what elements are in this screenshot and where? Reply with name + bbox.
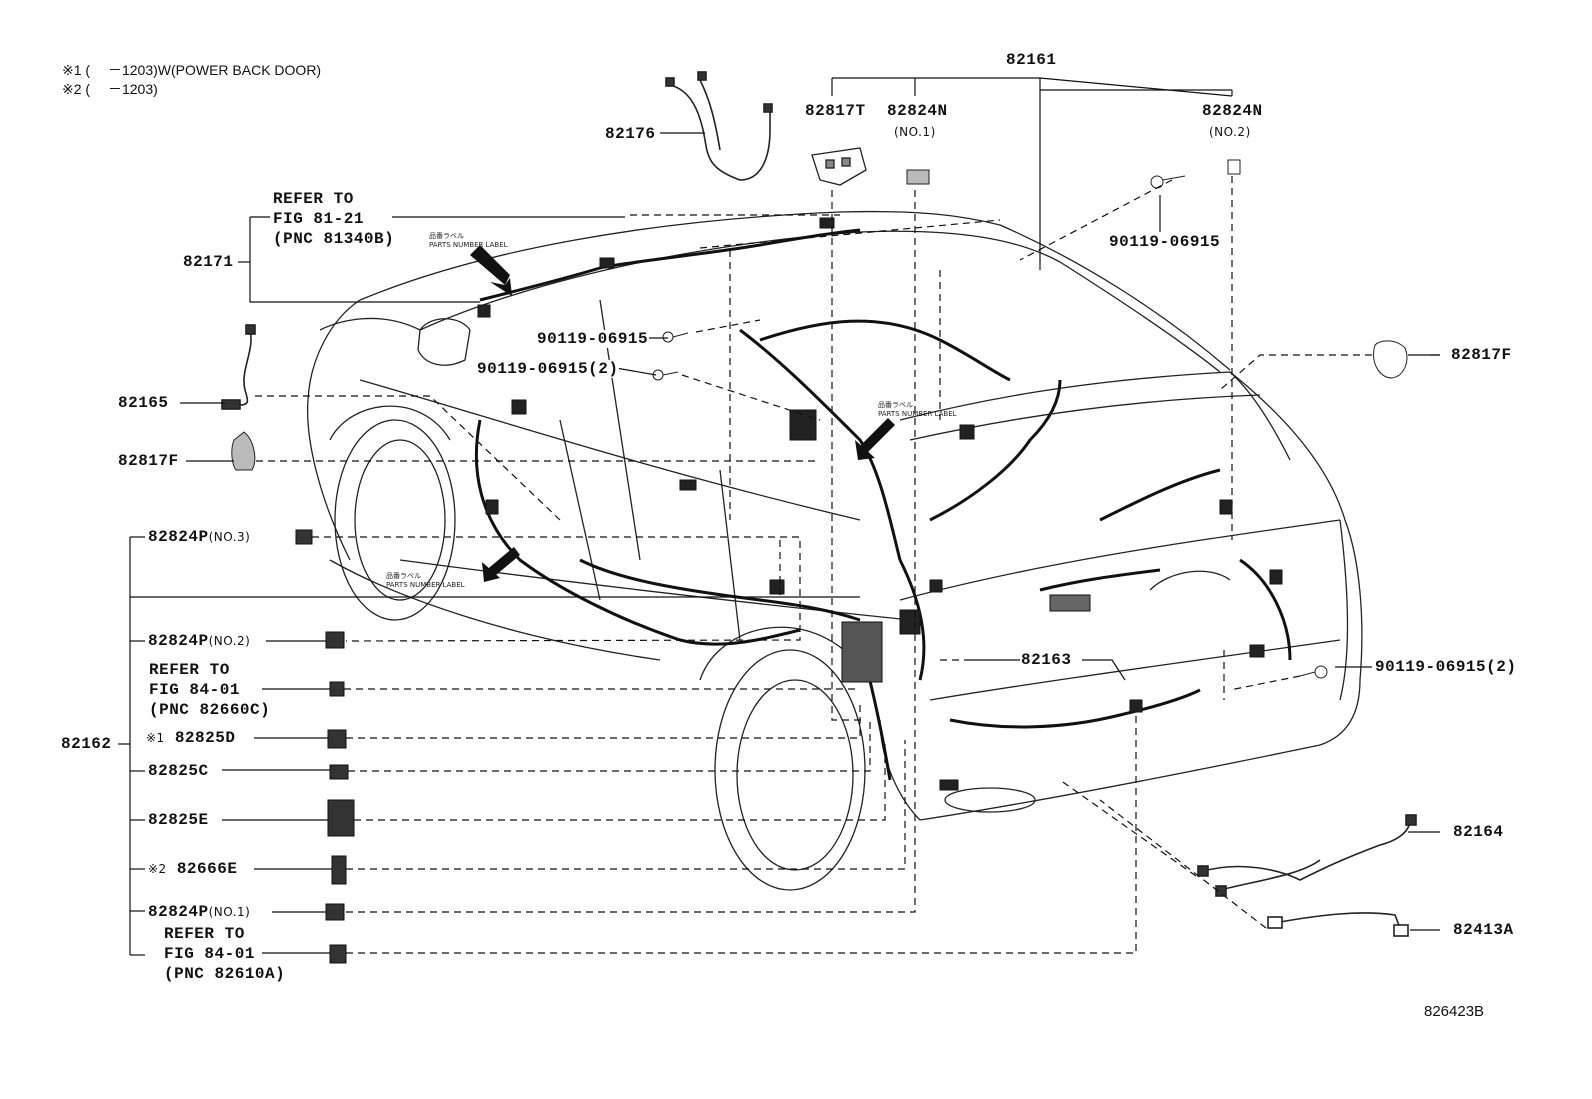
label-82161: 82161 bbox=[1005, 51, 1058, 69]
label-82824P-no3-code: 82824P bbox=[148, 528, 209, 546]
refer-a-line3: (PNC 81340B) bbox=[272, 230, 396, 248]
label-82171: 82171 bbox=[182, 253, 235, 271]
refer-b-line2: FIG 84-01 bbox=[148, 681, 241, 699]
parts-label-en-2: PARTS NUMBER LABEL bbox=[878, 410, 957, 418]
label-bolt-mid: 90119-06915 bbox=[536, 330, 650, 348]
refer-b-line1: REFER TO bbox=[148, 661, 231, 679]
refer-c-line1: REFER TO bbox=[163, 925, 246, 943]
part-82824N-no1 bbox=[906, 169, 930, 185]
bolt-90119-top-right bbox=[1150, 175, 1186, 189]
part-82817T-clip bbox=[811, 147, 867, 186]
label-82824P-no1-sub: (NO.1) bbox=[208, 905, 251, 919]
label-82824N-no2: 82824N bbox=[1201, 102, 1264, 120]
label-82824P-no3: 82824P(NO.3) bbox=[147, 528, 252, 546]
label-82825D: ※1 82825D bbox=[145, 729, 237, 747]
label-82413A: 82413A bbox=[1452, 921, 1515, 939]
label-bolt-top-right: 90119-06915 bbox=[1108, 233, 1222, 251]
vehicle-body-outline bbox=[306, 210, 1363, 891]
label-82817T: 82817T bbox=[804, 102, 867, 120]
label-82825C: 82825C bbox=[147, 762, 210, 780]
dashed-leader-lines bbox=[255, 176, 1372, 954]
label-82165: 82165 bbox=[117, 394, 170, 412]
label-82817F-left: 82817F bbox=[117, 452, 180, 470]
bolts-90119-middle bbox=[652, 331, 689, 381]
refer-b-line3: (PNC 82660C) bbox=[148, 701, 272, 719]
part-82817F-left bbox=[231, 431, 256, 471]
bolt-90119-right bbox=[1299, 665, 1328, 679]
label-bolt-right: 90119-06915(2) bbox=[1374, 658, 1518, 676]
label-82666E: ※2 82666E bbox=[147, 860, 239, 878]
parts-label-en-1: PARTS NUMBER LABEL bbox=[429, 241, 508, 249]
part-82176-harness bbox=[665, 71, 773, 181]
refer-a-line1: REFER TO bbox=[272, 190, 355, 208]
label-82824P-no1: 82824P(NO.1) bbox=[147, 903, 252, 921]
figure-id: 826423B bbox=[1424, 1003, 1485, 1020]
mark-1: ※1 bbox=[146, 731, 165, 745]
label-82824P-no2-code: 82824P bbox=[148, 632, 209, 650]
part-82817F-right bbox=[1373, 340, 1408, 379]
label-82824P-no1-code: 82824P bbox=[148, 903, 209, 921]
label-82824N-no2-sub: (NO.2) bbox=[1208, 123, 1252, 141]
part-82164-harness bbox=[1197, 814, 1417, 897]
refer-a-line2: FIG 81-21 bbox=[272, 210, 365, 228]
parts-label-arrows bbox=[470, 245, 895, 582]
label-82163: 82163 bbox=[1020, 651, 1073, 669]
part-82165-harness bbox=[221, 324, 256, 410]
label-82176: 82176 bbox=[604, 125, 657, 143]
label-82824P-no2-sub: (NO.2) bbox=[208, 634, 251, 648]
label-82817F-right: 82817F bbox=[1450, 346, 1513, 364]
label-bolt-mid2: 90119-06915(2) bbox=[476, 360, 620, 378]
label-82824P-no3-sub: (NO.3) bbox=[208, 530, 251, 544]
part-82824N-no2 bbox=[1227, 159, 1241, 175]
label-82666E-code: 82666E bbox=[176, 860, 238, 878]
label-82162: 82162 bbox=[60, 735, 113, 753]
part-82413A-harness bbox=[1267, 912, 1409, 937]
refer-c-line3: (PNC 82610A) bbox=[163, 965, 287, 983]
label-82824N-no1-sub: (NO.1) bbox=[893, 123, 937, 141]
parts-label-jp-1: 品番ラベル bbox=[429, 232, 464, 240]
note-2: ※2 ( －1203) bbox=[62, 81, 158, 97]
refer-c-line2: FIG 84-01 bbox=[163, 945, 256, 963]
label-82825D-code: 82825D bbox=[174, 729, 236, 747]
mark-2: ※2 bbox=[148, 862, 167, 876]
label-82824P-no2: 82824P(NO.2) bbox=[147, 632, 252, 650]
label-82824N-no1: 82824N bbox=[886, 102, 949, 120]
grommet-set bbox=[295, 529, 355, 964]
parts-label-jp-2: 品番ラベル bbox=[878, 401, 913, 409]
note-1: ※1 ( －1203)W(POWER BACK DOOR) bbox=[62, 62, 322, 78]
label-82825E: 82825E bbox=[147, 811, 210, 829]
parts-label-en-3: PARTS NUMBER LABEL bbox=[386, 581, 465, 589]
parts-label-jp-3: 品番ラベル bbox=[386, 572, 421, 580]
wire-harness-main bbox=[474, 228, 1292, 781]
label-82164: 82164 bbox=[1452, 823, 1505, 841]
leader-lines bbox=[118, 77, 1440, 956]
